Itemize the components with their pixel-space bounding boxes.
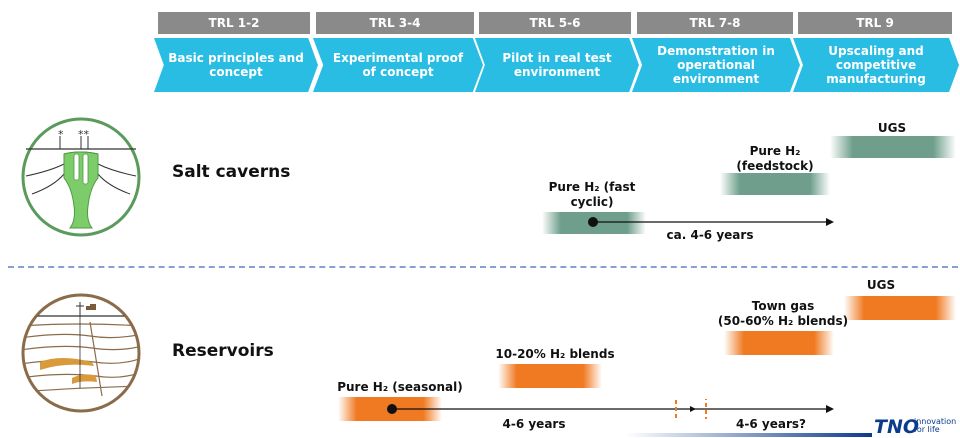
reservoir-ugs-bar (844, 296, 956, 320)
salt-ugs-label: UGS (877, 121, 907, 135)
blends-label: 10-20% H₂ blends (495, 347, 615, 361)
reservoir-timeline-label-2: 4-6 years? (736, 417, 806, 431)
reservoir-ugs-label: UGS (866, 278, 896, 292)
trl-stage-1: Basic principles and concept (154, 38, 318, 92)
reservoirs-title: Reservoirs (172, 341, 274, 361)
trl-stage-3: Pilot in real test environment (475, 38, 639, 92)
tno-tagline-line2: for life (914, 425, 940, 434)
seasonal-label: Pure H₂ (seasonal) (337, 380, 463, 394)
salt-caverns-title: Salt caverns (172, 162, 291, 182)
trl-header-2: TRL 3-4 (316, 12, 474, 34)
salt-cavern-icon: * ** (21, 117, 141, 237)
trl-stage-5: Upscaling and competitive manufacturing (793, 38, 959, 92)
salt-feedstock-label: Pure H₂ (feedstock) (736, 144, 814, 173)
svg-text:*: * (58, 128, 64, 141)
town-gas-label-line2: (50-60% H₂ blends) (717, 314, 849, 328)
salt-fast-cyclic-label: Pure H₂ (fast cyclic) (548, 180, 636, 209)
trl-header-4: TRL 7-8 (637, 12, 793, 34)
blends-bar (498, 364, 602, 388)
trl-stage-4-label: Demonstration in operational environment (657, 44, 775, 86)
trl-stage-2: Experimental proof of concept (313, 38, 483, 92)
trl-stage-3-label: Pilot in real test environment (502, 51, 612, 79)
reservoir-timeline-arrow (387, 399, 834, 419)
trl-stage-1-label: Basic principles and concept (168, 51, 304, 79)
trl-stage-4: Demonstration in operational environment (632, 38, 800, 92)
tno-tagline-line1: innovation (914, 417, 957, 426)
trl-header-3: TRL 5-6 (479, 12, 631, 34)
town-gas-label-line1: Town gas (751, 299, 815, 313)
section-divider (8, 266, 958, 268)
trl-header-5: TRL 9 (798, 12, 952, 34)
town-gas-bar (724, 331, 834, 355)
reservoir-icon (21, 293, 141, 413)
salt-feedstock-bar (720, 173, 830, 195)
salt-timeline-arrow (588, 217, 834, 227)
trl-stage-5-label: Upscaling and competitive manufacturing (826, 44, 926, 86)
logo-underline (626, 433, 872, 437)
tno-tagline: innovation for life (914, 418, 956, 434)
svg-text:**: ** (78, 128, 90, 141)
tno-logo: TNO (874, 416, 920, 438)
reservoir-timeline-label-1: 4-6 years (502, 417, 566, 431)
trl-stage-2-label: Experimental proof of concept (332, 51, 464, 79)
trl-header-1: TRL 1-2 (158, 12, 310, 34)
salt-ugs-bar (830, 136, 956, 158)
salt-timeline-label: ca. 4-6 years (666, 228, 754, 242)
